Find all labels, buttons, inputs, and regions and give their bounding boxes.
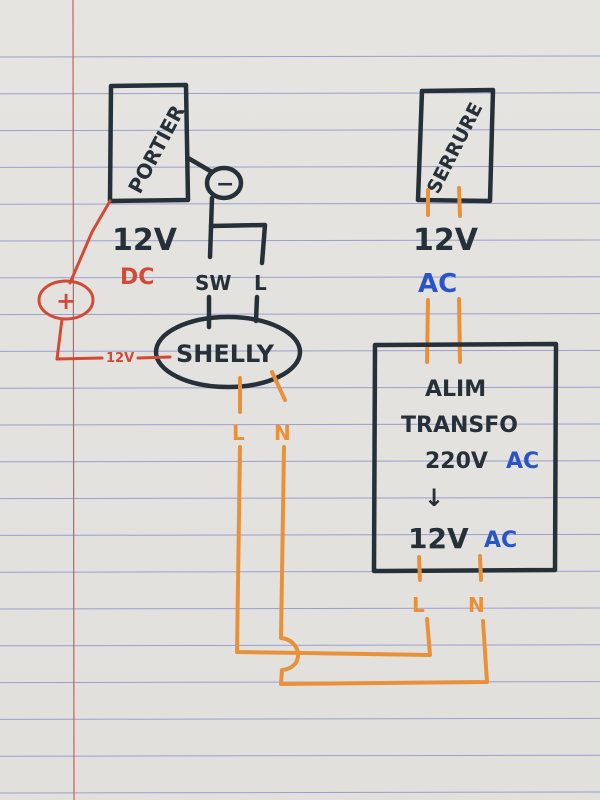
portier-to-battery-wire bbox=[68, 199, 112, 285]
portier-button-wire bbox=[185, 155, 215, 175]
ruled-line bbox=[0, 754, 600, 757]
ruled-line bbox=[0, 92, 600, 95]
button-circle bbox=[204, 165, 244, 201]
shelly-terminal-leads bbox=[206, 294, 260, 330]
ruled-line bbox=[0, 607, 600, 610]
transfo-output-voltage: 12V bbox=[408, 522, 469, 555]
transfo-box bbox=[371, 341, 559, 574]
shelly-ellipse bbox=[153, 314, 303, 390]
ac-circuit: L N bbox=[232, 370, 489, 686]
shelly-out-l: L bbox=[232, 421, 245, 445]
margin-line bbox=[72, 0, 75, 800]
dc-wire-label: 12V bbox=[106, 351, 134, 366]
button-symbol: − bbox=[216, 172, 234, 197]
ruled-line bbox=[0, 165, 600, 168]
transfo-input-type: AC bbox=[506, 449, 539, 474]
ruled-line bbox=[0, 533, 600, 536]
ruled-line bbox=[0, 239, 600, 242]
portier-node: PORTIER 12V DC bbox=[107, 82, 191, 290]
dc-wire-end bbox=[136, 355, 172, 360]
shelly-terminal-sw: SW bbox=[195, 271, 231, 295]
l-wire bbox=[235, 445, 432, 657]
ruled-line bbox=[0, 423, 600, 426]
serrure-current-type: AC bbox=[418, 269, 457, 299]
ruled-line bbox=[0, 276, 600, 279]
portier-current-type: DC bbox=[120, 265, 154, 290]
ruled-line bbox=[0, 644, 600, 647]
transfo-out-n: N bbox=[468, 593, 485, 617]
serrure-voltage: 12V bbox=[413, 223, 479, 258]
battery-circle bbox=[37, 279, 95, 321]
battery-to-shelly-wire bbox=[55, 317, 104, 361]
portier-voltage: 12V bbox=[112, 223, 178, 258]
transfo-arrow: ↓ bbox=[424, 484, 444, 512]
shelly-terminal-l: L bbox=[254, 271, 267, 295]
serrure-node: SERRURE 12V AC bbox=[413, 87, 496, 364]
transfo-line2: TRANSFO bbox=[401, 413, 518, 438]
battery-symbol: + bbox=[56, 287, 76, 315]
transfo-leads bbox=[417, 554, 483, 582]
ruled-line bbox=[0, 497, 600, 500]
n-wire bbox=[279, 445, 489, 686]
ruled-line bbox=[0, 460, 600, 463]
serrure-leads bbox=[426, 186, 462, 218]
shelly-out-n: N bbox=[274, 421, 291, 445]
shelly-output-leads bbox=[238, 370, 287, 414]
ruled-line bbox=[0, 386, 600, 389]
transfo-input-voltage: 220V bbox=[425, 449, 488, 474]
ruled-line bbox=[0, 313, 600, 316]
serrure-label: SERRURE bbox=[423, 99, 488, 197]
transfo-line1: ALIM bbox=[425, 377, 486, 402]
portier-label: PORTIER bbox=[123, 101, 189, 197]
ruled-line bbox=[0, 55, 600, 58]
transfo-out-l: L bbox=[412, 593, 425, 617]
shelly-label: SHELLY bbox=[176, 340, 275, 368]
button-to-l-wire bbox=[208, 222, 268, 266]
shelly-node: SW L SHELLY bbox=[153, 271, 303, 390]
ruled-line bbox=[0, 791, 600, 794]
ruled-line bbox=[0, 129, 600, 132]
serrure-to-transfo-wires bbox=[425, 297, 462, 364]
portier-box bbox=[107, 82, 191, 204]
dc-circuit: + 12V bbox=[37, 199, 172, 366]
button-node: − bbox=[185, 155, 268, 266]
ruled-line bbox=[0, 717, 600, 720]
ruled-line bbox=[0, 202, 600, 205]
serrure-box bbox=[415, 87, 496, 204]
transfo-output-type: AC bbox=[484, 528, 517, 553]
transfo-node: ALIM TRANSFO 220V AC ↓ 12V AC L N bbox=[371, 341, 559, 617]
